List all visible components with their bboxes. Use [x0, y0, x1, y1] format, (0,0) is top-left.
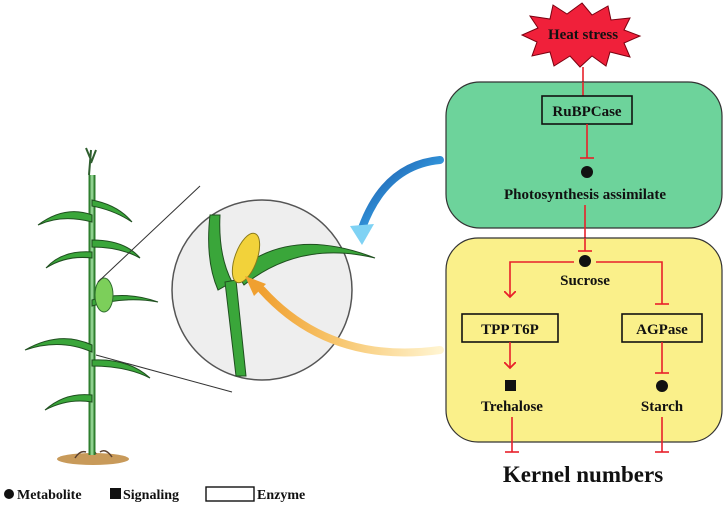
- heat-stress-star: [520, 2, 642, 68]
- orange-curve-arrow: [258, 286, 444, 357]
- starch-label: Starch: [641, 399, 684, 415]
- sucrose-to-agpase-inhibit: [596, 261, 663, 304]
- kernel-numbers-label: Kernel numbers: [503, 462, 663, 487]
- blue-arrow-head: [350, 224, 374, 245]
- corn-ear: [231, 232, 261, 284]
- metabolite-dot-starch: [656, 380, 668, 392]
- photosynthesis-assimilate-label: Photosynthesis assimilate: [504, 187, 666, 203]
- signaling-square-trehalose: [505, 380, 516, 391]
- sucrose-label: Sucrose: [560, 273, 610, 289]
- ear-small: [94, 277, 114, 313]
- zoom-line-top: [97, 185, 201, 283]
- ear-zoom-circle: [171, 199, 376, 381]
- heat-stress-label: Heat stress: [548, 27, 618, 43]
- tassel: [85, 147, 97, 176]
- metabolite-dot-sucrose: [579, 255, 591, 267]
- blue-curve-arrow: [358, 156, 444, 232]
- photosynthesis-panel: [445, 81, 723, 229]
- maize-plant-illustration: [24, 147, 159, 465]
- legend-enzyme-icon: [205, 486, 255, 502]
- metabolite-dot-photosynthesis: [581, 166, 593, 178]
- agpase-label: AGPase: [636, 322, 688, 338]
- legend-enzyme-label: Enzyme: [257, 488, 305, 503]
- tpp-t6p-label: TPP T6P: [481, 322, 539, 338]
- legend-metabolite-label: Metabolite: [17, 488, 82, 503]
- sucrose-to-tpp-arrow: [510, 261, 574, 297]
- legend-signaling-icon: [110, 488, 121, 499]
- legend: Metabolite Signaling Enzyme: [4, 486, 305, 503]
- rubpcase-label: RuBPCase: [552, 104, 622, 120]
- zoom-line-bottom: [95, 354, 233, 393]
- orange-arrow-head: [245, 276, 266, 296]
- legend-metabolite-icon: [4, 489, 14, 499]
- legend-signaling-label: Signaling: [123, 488, 179, 503]
- trehalose-label: Trehalose: [481, 399, 543, 415]
